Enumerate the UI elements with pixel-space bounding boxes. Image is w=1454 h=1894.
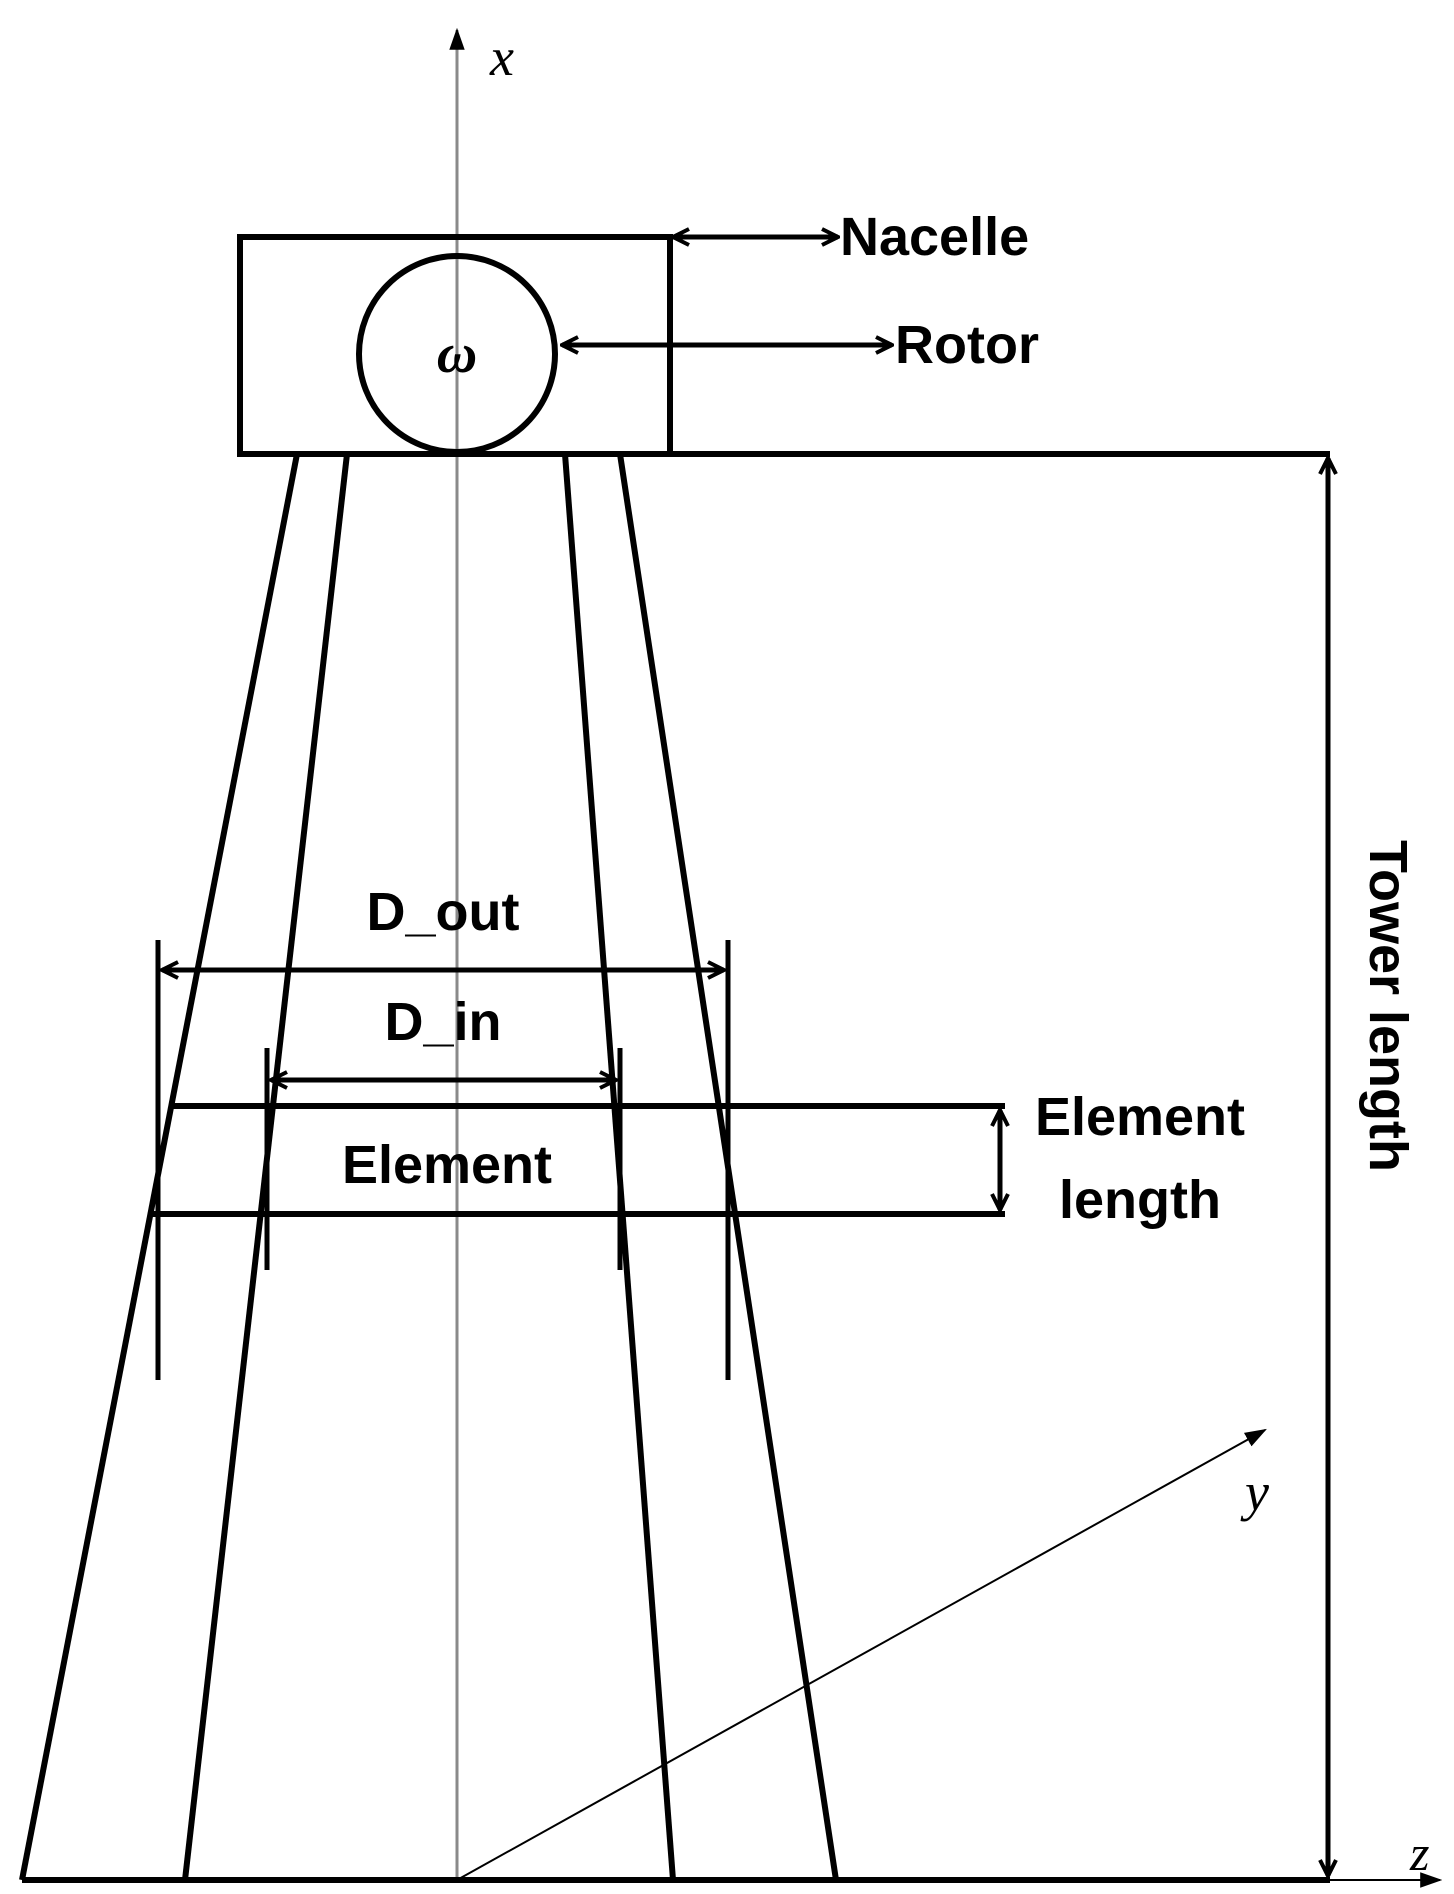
y-axis-line — [456, 1428, 1267, 1881]
x-axis-label: x — [489, 27, 514, 87]
tower-length-label: Tower length — [1358, 840, 1418, 1172]
d-out-label: D_out — [367, 882, 520, 942]
element-label: Element — [342, 1135, 552, 1195]
z-axis-label: z — [1409, 1825, 1429, 1881]
omega-symbol: ω — [437, 323, 478, 385]
nacelle-label: Nacelle — [840, 207, 1029, 267]
element-length-label-line2: length — [1059, 1170, 1221, 1230]
d-in-label: D_in — [384, 992, 501, 1052]
element-length-label-line1: Element — [1035, 1087, 1245, 1147]
y-axis-label: y — [1240, 1462, 1269, 1522]
rotor-label: Rotor — [895, 315, 1039, 375]
